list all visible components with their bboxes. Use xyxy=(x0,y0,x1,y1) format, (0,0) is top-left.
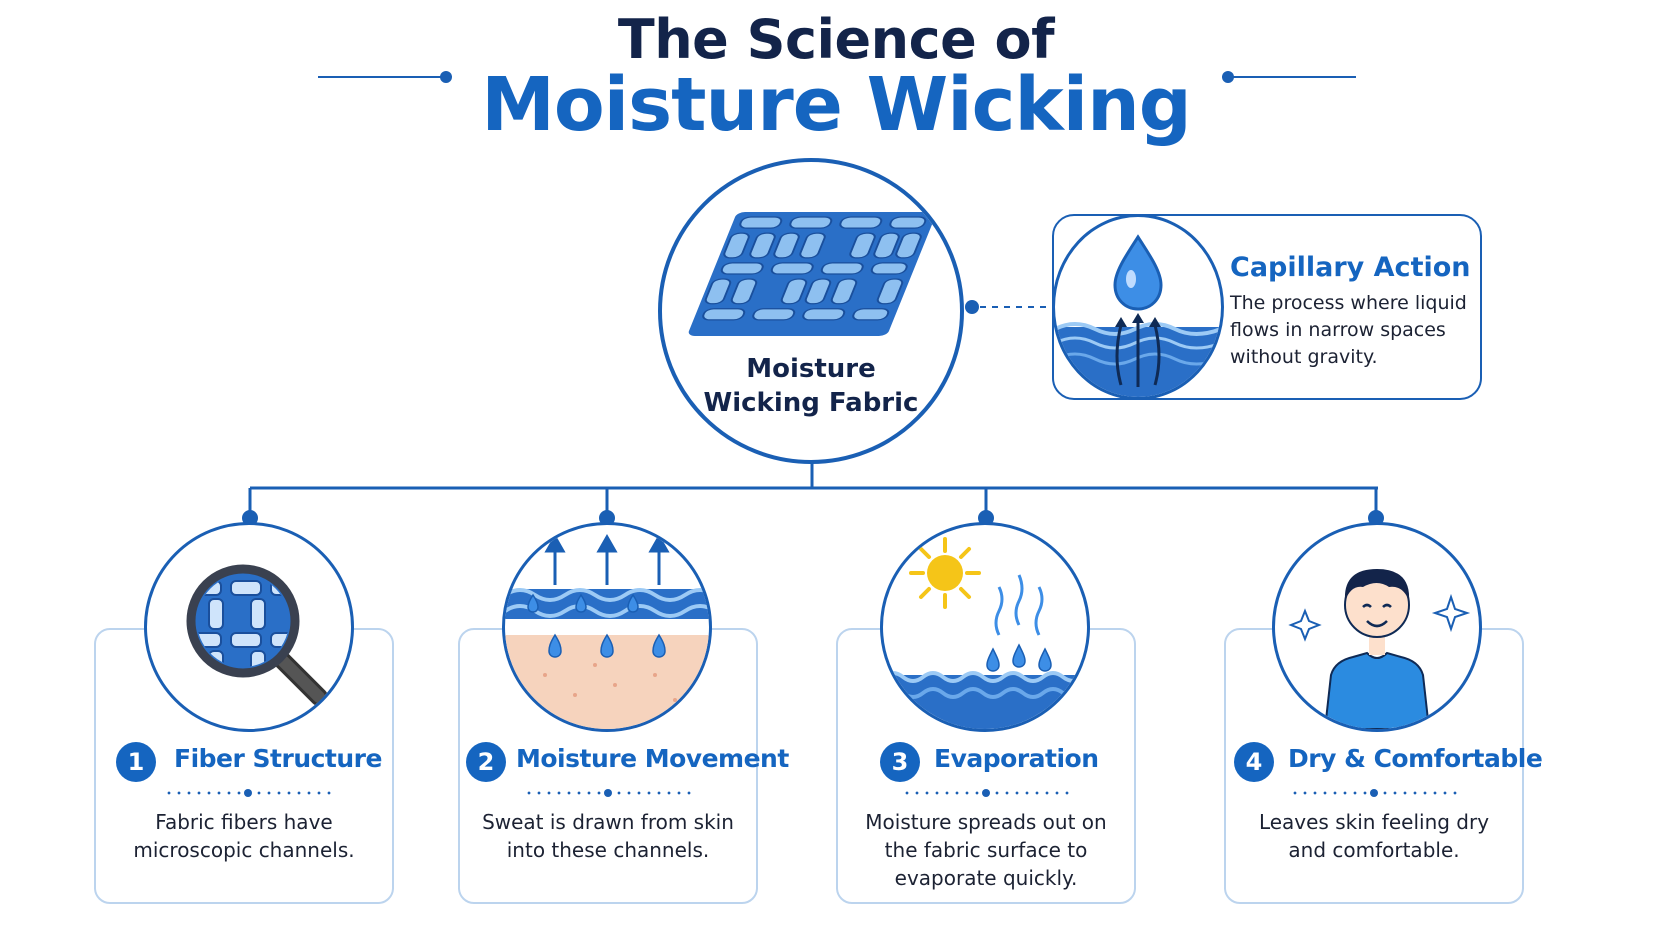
capillary-title: Capillary Action xyxy=(1230,252,1471,283)
happy-person-icon xyxy=(1288,569,1471,729)
step-4-description: Leaves skin feeling dry and comfortable. xyxy=(1258,810,1490,862)
step-1-title: Fiber Structure xyxy=(174,744,382,773)
step-4-icon-circle xyxy=(1272,522,1482,732)
magnifying-glass-icon xyxy=(186,564,328,706)
step-2-title: Moisture Movement xyxy=(516,744,789,773)
step-4-divider xyxy=(1290,789,1460,797)
step-2-description: Sweat is drawn from skin into these chan… xyxy=(482,810,734,862)
woven-fabric-icon xyxy=(688,211,936,337)
center-fabric-circle: Moisture Wicking Fabric xyxy=(658,158,964,464)
step-4-title: Dry & Comfortable xyxy=(1288,744,1543,773)
step-1-icon-circle xyxy=(144,522,354,732)
title-line-2: Moisture Wicking xyxy=(481,62,1191,148)
step-1-divider xyxy=(164,789,334,797)
step-3-description: Moisture spreads out on the fabric surfa… xyxy=(865,810,1107,890)
step-4-number: 4 xyxy=(1234,742,1274,782)
step-3-title: Evaporation xyxy=(934,744,1099,773)
sun-evaporation-icon xyxy=(883,537,1087,729)
title-line-1: The Science of xyxy=(617,8,1055,71)
step-2-divider xyxy=(524,789,694,797)
step-3-divider xyxy=(902,789,1072,797)
water-drop-capillary-icon xyxy=(1055,234,1221,397)
center-label-line-1: Moisture xyxy=(746,354,876,384)
step-1-number: 1 xyxy=(116,742,156,782)
step-2-number: 2 xyxy=(466,742,506,782)
step-3-icon-circle xyxy=(880,522,1090,732)
capillary-description: The process where liquid flows in narrow… xyxy=(1230,292,1467,368)
step-2-icon-circle xyxy=(502,522,712,732)
sweat-arrows-icon xyxy=(505,533,709,729)
center-label-line-2: Wicking Fabric xyxy=(703,388,919,418)
step-1-description: Fabric fibers have microscopic channels. xyxy=(133,810,355,862)
step-3-number: 3 xyxy=(880,742,920,782)
capillary-icon-circle xyxy=(1052,214,1224,400)
